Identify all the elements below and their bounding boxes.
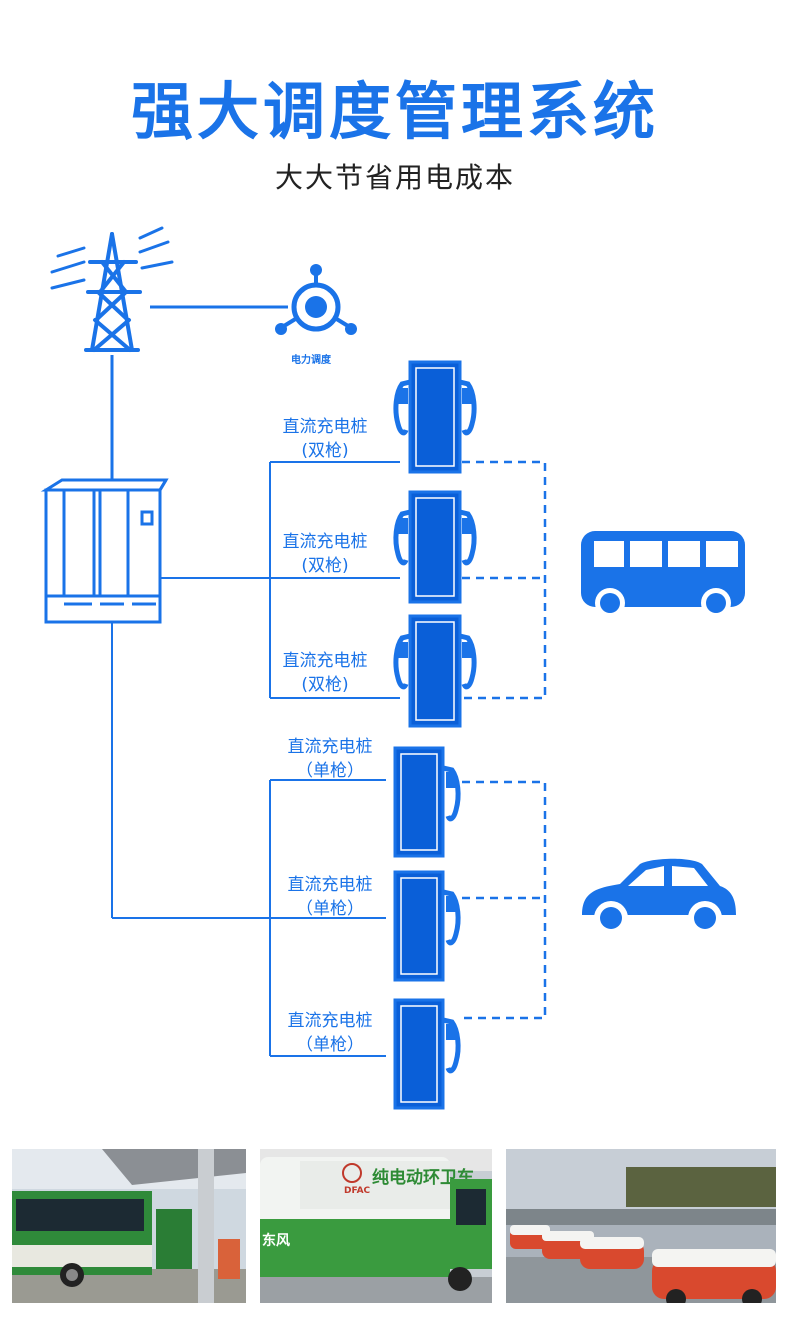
pile-label-dual-2: 直流充电桩 — [283, 532, 368, 552]
photo-electric-taxis — [506, 1149, 776, 1303]
photo-electric-buses — [12, 1149, 246, 1303]
page-subtitle: 大大节省用电成本 — [274, 161, 515, 194]
single-gun-pile-1 — [393, 746, 461, 858]
pile-label-dual-1-gun: (双枪) — [301, 441, 348, 461]
single-gun-pile-2 — [393, 870, 461, 982]
pile-label-dual-1: 直流充电桩 — [283, 417, 368, 437]
bus-icon — [581, 531, 745, 618]
truck-brand: DFAC — [344, 1186, 371, 1196]
pile-label-single-2-gun: （单枪） — [296, 899, 364, 919]
single-gun-pile-3 — [393, 998, 461, 1110]
pile-label-single-2: 直流充电桩 — [288, 875, 373, 895]
power-dispatch-icon — [275, 264, 357, 335]
pile-label-single-1-gun: （单枪） — [296, 761, 364, 781]
charging-diagram: 电力调度 — [40, 226, 745, 1110]
truck-text: 纯电动环卫车 — [372, 1167, 474, 1188]
dual-gun-pile-3 — [393, 614, 477, 728]
power-cabinet-icon — [40, 478, 169, 624]
pile-label-single-3: 直流充电桩 — [288, 1011, 373, 1031]
truck-side-text: 东风 — [262, 1232, 290, 1249]
pile-label-single-3-gun: （单枪） — [296, 1035, 364, 1055]
car-icon — [582, 858, 736, 935]
pile-label-dual-3-gun: (双枪) — [301, 675, 348, 695]
dual-gun-pile-1 — [393, 360, 477, 474]
photo-electric-sanitation-truck: DFAC 纯电动环卫车 东风 — [260, 1149, 492, 1303]
dispatch-label: 电力调度 — [291, 353, 332, 366]
pile-label-dual-2-gun: (双枪) — [301, 556, 348, 576]
power-tower-icon — [50, 226, 174, 352]
pile-label-dual-3: 直流充电桩 — [283, 651, 368, 671]
dual-gun-pile-2 — [393, 490, 477, 604]
page-title: 强大调度管理系统 — [130, 75, 659, 148]
pile-label-single-1: 直流充电桩 — [288, 737, 373, 757]
